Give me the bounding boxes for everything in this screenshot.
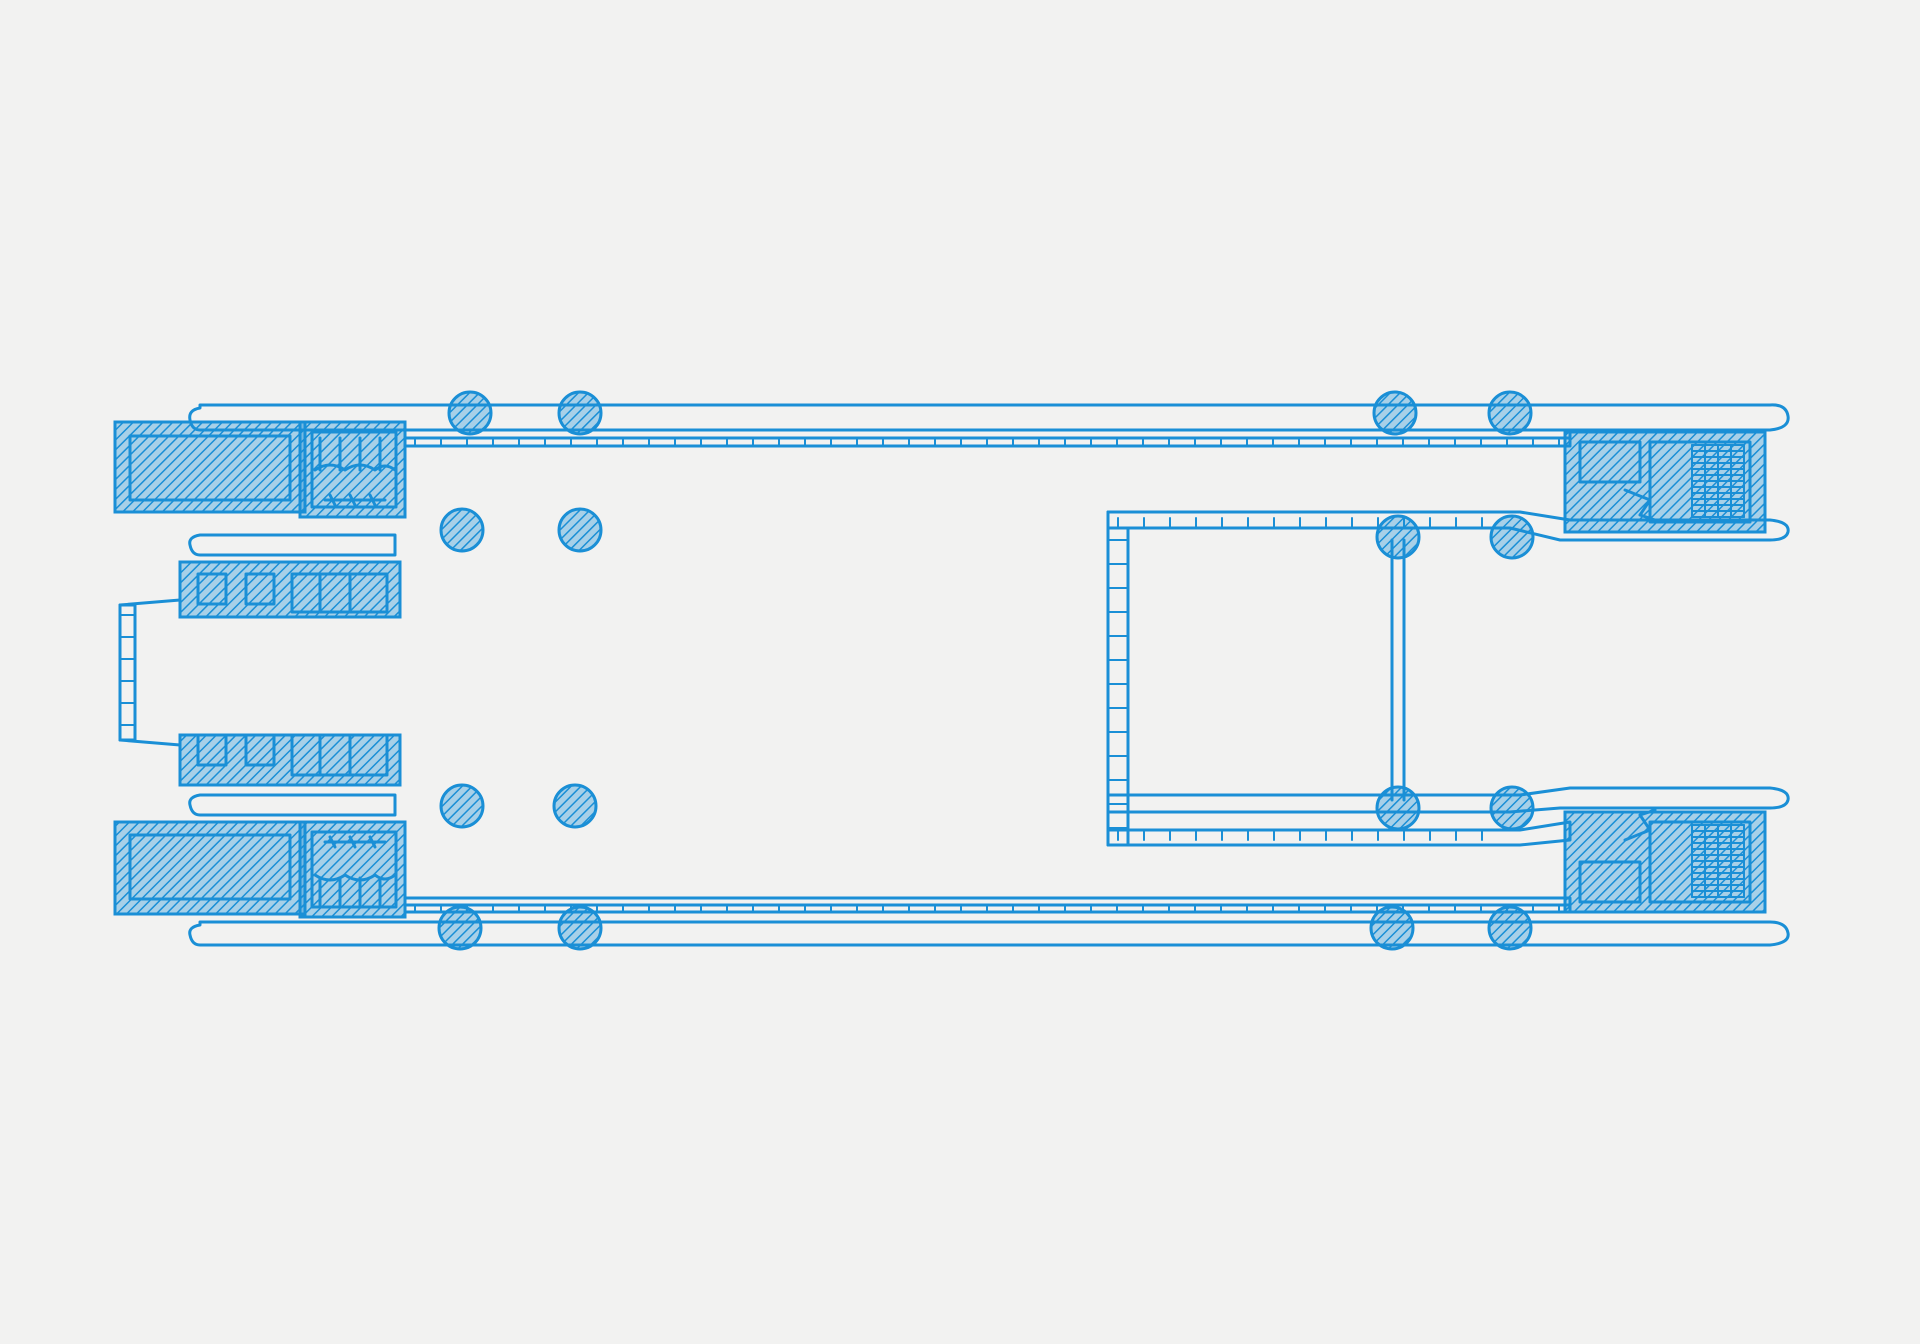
loop-walkway-top bbox=[1106, 510, 1790, 542]
stairs bbox=[1691, 444, 1745, 898]
column bbox=[1372, 390, 1418, 436]
left-mid-walkway-top bbox=[188, 533, 397, 557]
column bbox=[1489, 785, 1535, 831]
stair-bottom-right bbox=[1691, 824, 1745, 898]
column bbox=[557, 507, 603, 553]
bottom-walkway-outer bbox=[188, 920, 1790, 947]
room-row-top bbox=[178, 560, 402, 619]
column bbox=[552, 783, 598, 829]
column bbox=[1487, 905, 1533, 951]
column bbox=[557, 390, 603, 436]
left-spine bbox=[118, 603, 137, 742]
stair-top-right bbox=[1691, 444, 1745, 518]
loop-connector bbox=[1390, 538, 1406, 802]
columns bbox=[437, 390, 1535, 951]
column bbox=[557, 905, 603, 951]
column bbox=[1489, 514, 1535, 560]
column bbox=[1369, 905, 1415, 951]
column bbox=[1487, 390, 1533, 436]
rooms bbox=[113, 420, 1767, 919]
top-walkway-outer bbox=[188, 403, 1790, 432]
loop-walkway-bottom bbox=[1106, 786, 1790, 814]
column bbox=[1375, 785, 1421, 831]
column bbox=[447, 390, 493, 436]
column bbox=[439, 783, 485, 829]
room-row-bottom bbox=[178, 733, 402, 787]
room-bottom-left-stalls bbox=[298, 820, 407, 919]
walkway-ticks bbox=[119, 437, 1560, 913]
column bbox=[439, 507, 485, 553]
column bbox=[437, 905, 483, 951]
left-mid-walkway-bottom bbox=[188, 793, 397, 817]
column bbox=[1375, 514, 1421, 560]
